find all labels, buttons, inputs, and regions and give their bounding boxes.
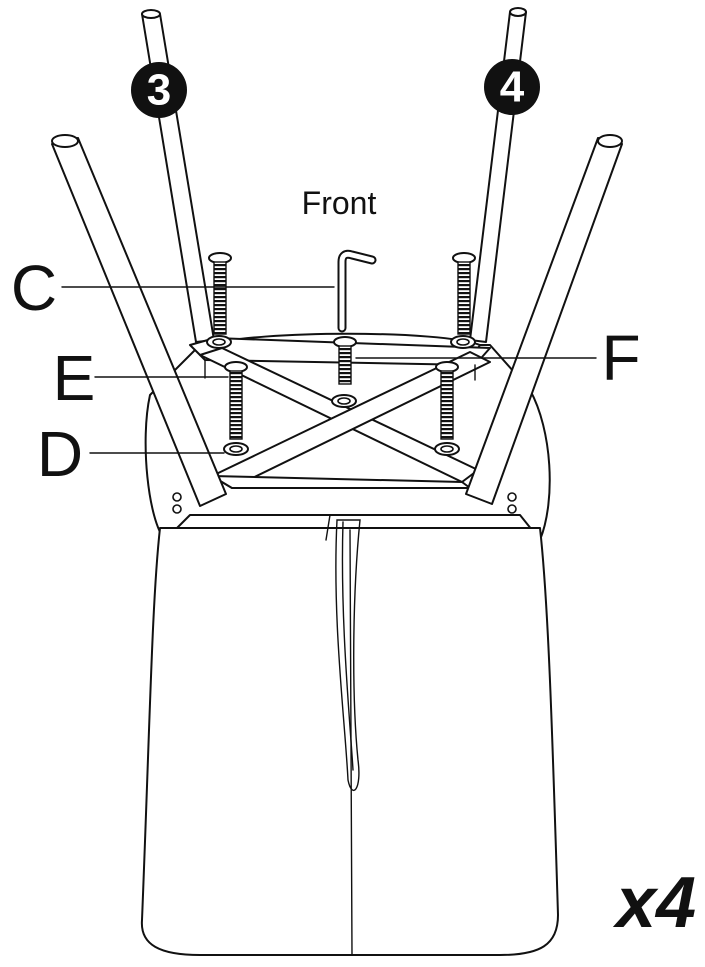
part-label-e: E bbox=[53, 342, 96, 414]
step-badge-3: 3 bbox=[131, 62, 187, 118]
leader-lines bbox=[61, 286, 597, 454]
step-badge-4-label: 4 bbox=[500, 63, 525, 112]
front-leg-left bbox=[51, 134, 227, 507]
part-label-f: F bbox=[601, 322, 640, 394]
back-leg-3 bbox=[141, 9, 215, 343]
seat-underframe bbox=[189, 332, 491, 489]
step-badge-4: 4 bbox=[484, 59, 540, 115]
part-label-d: D bbox=[37, 418, 83, 490]
bolt-d-back-right bbox=[450, 252, 476, 349]
bolt-d-center bbox=[331, 336, 357, 408]
bolt-d-front-left bbox=[223, 361, 249, 456]
front-label: Front bbox=[302, 185, 377, 221]
part-label-c: C bbox=[11, 252, 57, 324]
allen-key-c bbox=[337, 249, 377, 333]
back-leg-4 bbox=[469, 7, 527, 343]
quantity-label: x4 bbox=[612, 863, 696, 943]
bolt-d-front-right bbox=[434, 361, 460, 456]
front-leg-right bbox=[465, 134, 623, 505]
step-badge-3-label: 3 bbox=[147, 66, 171, 115]
bolt-d-back-left bbox=[206, 252, 232, 349]
